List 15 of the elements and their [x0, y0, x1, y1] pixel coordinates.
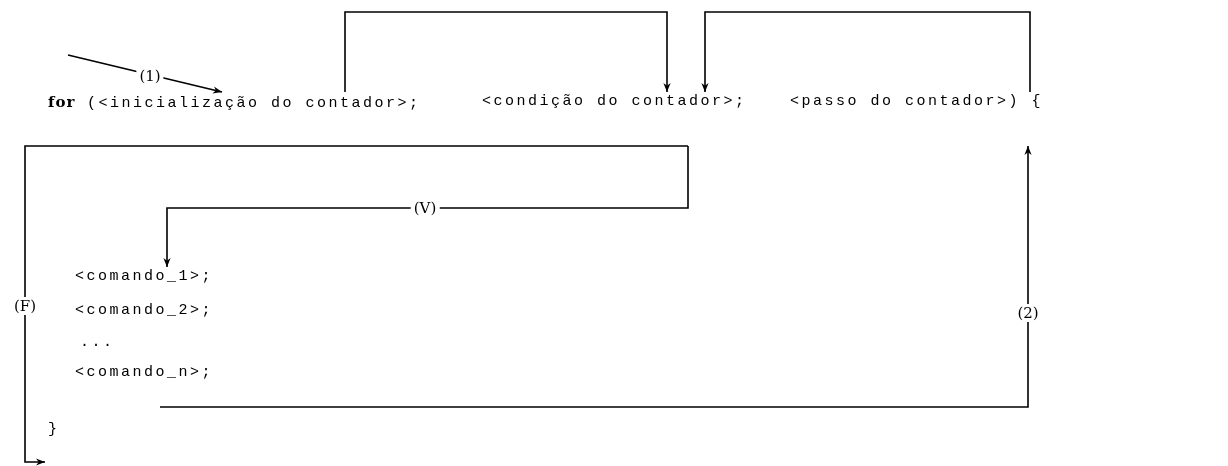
code-text: }	[48, 420, 60, 440]
code-text: <comando_2>;	[75, 301, 214, 321]
edge-label: (V)	[410, 199, 440, 217]
code-text: <comando_n>;	[75, 363, 214, 407]
arrow	[24, 145, 689, 466]
code-text: <condição do contador>;	[482, 92, 747, 146]
code-text: for (<inicialização do contador>;	[48, 92, 421, 112]
arrow	[344, 11, 671, 93]
code-text: <passo do contador>) {	[790, 92, 1044, 146]
code-text: ...	[80, 333, 115, 353]
edge-label: (1)	[136, 67, 164, 85]
code-text: <comando_1>;	[75, 267, 214, 287]
arrow	[159, 145, 1032, 408]
arrow	[163, 145, 689, 268]
arrow	[701, 11, 1031, 93]
